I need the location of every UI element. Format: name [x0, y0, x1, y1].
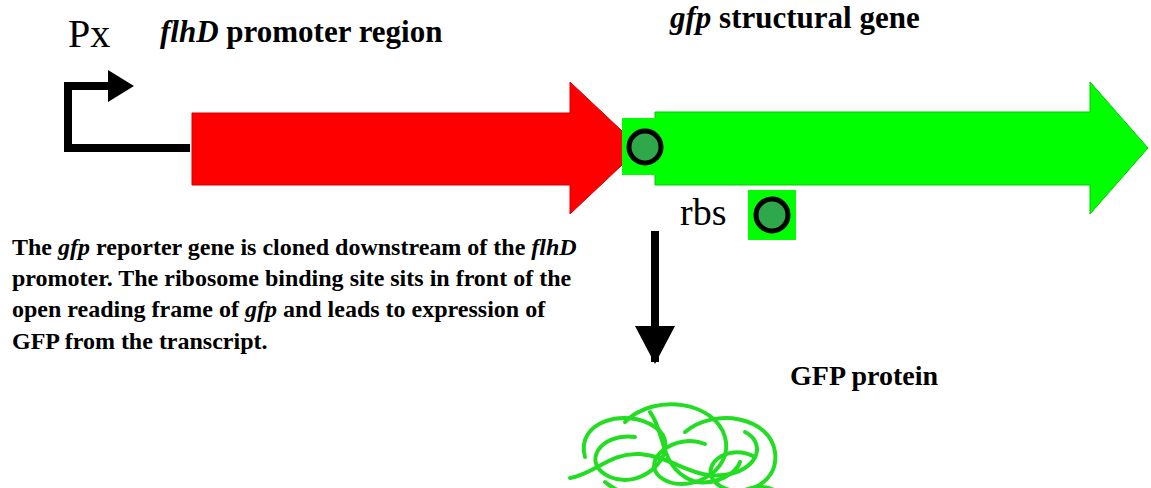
- word: front: [456, 265, 514, 291]
- rbs-dot: [756, 199, 788, 231]
- word: of: [467, 234, 493, 260]
- gfp-protein: GFP protein: [565, 358, 1015, 486]
- word: downstream: [335, 234, 467, 260]
- node-heading: flhD promoter region: [160, 14, 442, 50]
- word: transcript.: [159, 328, 268, 354]
- word: region: [359, 14, 443, 49]
- word: rbs: [680, 191, 726, 233]
- word: The: [118, 265, 164, 291]
- word: of: [525, 296, 545, 322]
- word: is: [240, 234, 262, 260]
- word: the: [539, 265, 571, 291]
- node-heading: gfp structural gene: [670, 0, 920, 36]
- word: open: [12, 296, 67, 322]
- word: Px: [68, 11, 110, 56]
- word: flhD: [531, 234, 576, 260]
- word: GFP: [790, 360, 851, 391]
- promoter-label: Px: [68, 12, 110, 56]
- word: expression: [412, 296, 526, 322]
- word: the: [121, 328, 159, 354]
- word: protein: [851, 360, 938, 391]
- word: gfp: [670, 0, 719, 35]
- word: in: [430, 265, 456, 291]
- word: from: [65, 328, 121, 354]
- junction-square: [622, 118, 670, 175]
- word: flhD: [160, 14, 226, 49]
- word: the: [493, 234, 531, 260]
- word: reporter: [96, 234, 188, 260]
- word: frame: [152, 296, 219, 322]
- word: leads: [328, 296, 386, 322]
- word: gfp: [58, 234, 96, 260]
- word: and: [283, 296, 328, 322]
- word: gene: [188, 234, 241, 260]
- gfp-gene-arrow: gfp structural gene: [620, 0, 1151, 215]
- green-arrow-shape: [655, 82, 1148, 214]
- word: promoter.: [12, 265, 118, 291]
- rbs-square: [748, 190, 796, 240]
- word: ribosome: [164, 265, 265, 291]
- word: gfp: [245, 296, 283, 322]
- word: of: [219, 296, 245, 322]
- protein-scribble: [685, 418, 775, 488]
- promoter-region-arrow: flhD promoter region: [150, 8, 642, 215]
- word: to: [386, 296, 412, 322]
- word: The: [12, 234, 58, 260]
- node-heading: GFP protein: [790, 360, 938, 392]
- red-arrow-shape: [192, 82, 640, 214]
- promoter-arrowhead: [108, 70, 134, 102]
- word: reading: [67, 296, 151, 322]
- word: site: [350, 265, 391, 291]
- junction-dot: [629, 131, 661, 163]
- promoter-bent-arrow: [68, 86, 190, 148]
- rbs-label: rbs: [680, 192, 726, 234]
- word: structural: [719, 0, 859, 35]
- word: cloned: [262, 234, 335, 260]
- note-text: The gfp reporter gene is cloned downstre…: [12, 232, 597, 357]
- word: sits: [390, 265, 429, 291]
- flow-arrow: [651, 231, 659, 362]
- word: binding: [265, 265, 350, 291]
- word: of: [513, 265, 539, 291]
- word: promoter: [226, 14, 358, 49]
- word: gene: [859, 0, 919, 35]
- word: GFP: [12, 328, 65, 354]
- protein-scribble: [650, 412, 740, 482]
